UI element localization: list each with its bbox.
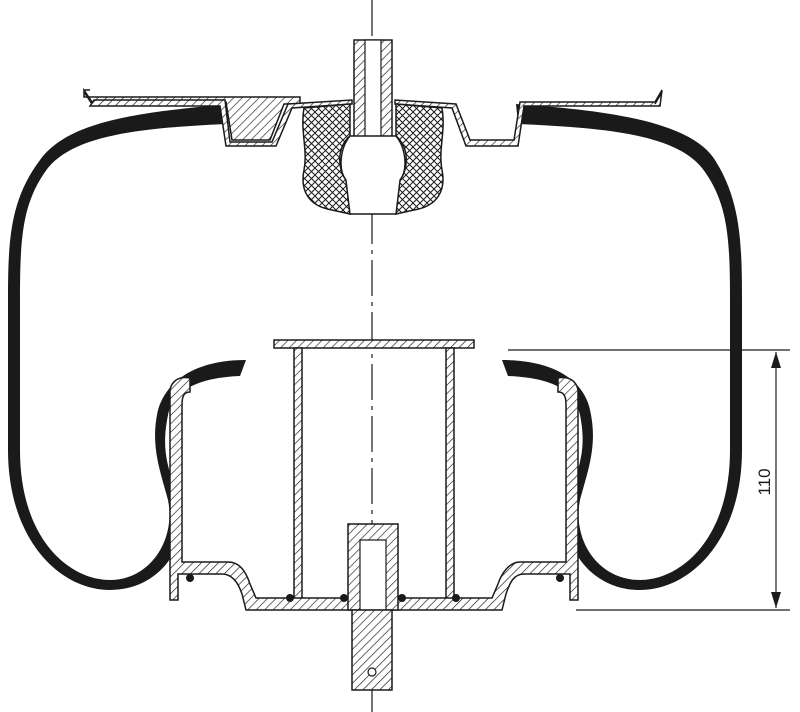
top-plate — [83, 87, 663, 147]
dimension-label: 110 — [755, 468, 774, 495]
piston — [169, 339, 579, 611]
height-dimension: 110 — [508, 349, 790, 611]
bump-stop — [302, 103, 444, 215]
rubber-bellows — [8, 104, 742, 590]
bottom-stud — [347, 523, 399, 691]
